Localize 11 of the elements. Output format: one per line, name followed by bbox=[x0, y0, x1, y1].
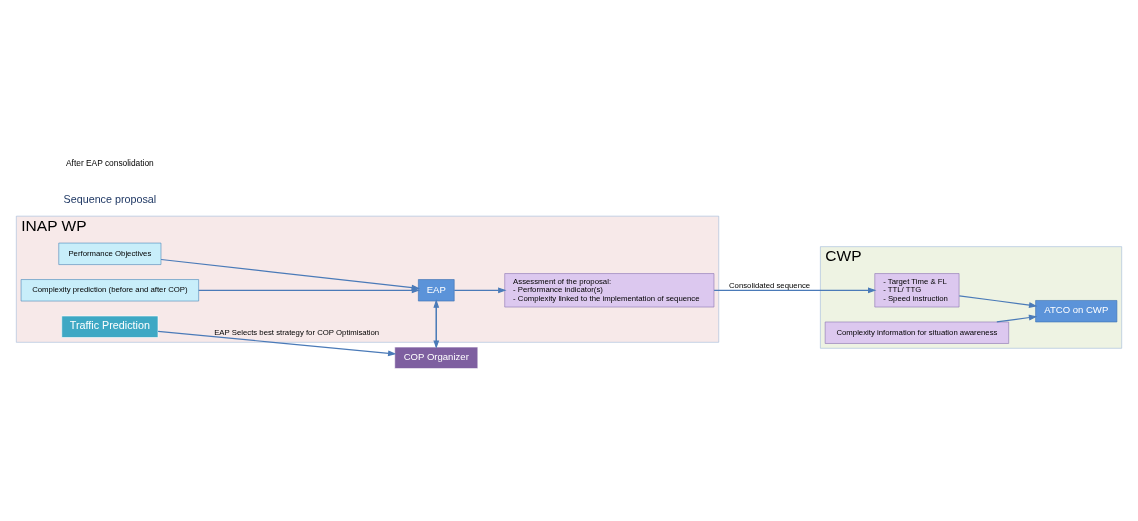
label: Sequence proposal bbox=[63, 192, 157, 205]
arrow bbox=[713, 286, 877, 293]
label: After EAP consolidation bbox=[66, 157, 154, 168]
arrow bbox=[157, 330, 397, 356]
arrow bbox=[453, 286, 507, 293]
arrow bbox=[958, 294, 1038, 308]
node-box: ATCO on CWP bbox=[1035, 299, 1118, 322]
arrow bbox=[996, 314, 1038, 323]
node-box: COP Organizer bbox=[394, 346, 479, 369]
node-box: Traffic Prediction bbox=[61, 315, 159, 338]
node-box: EAP bbox=[418, 278, 455, 301]
